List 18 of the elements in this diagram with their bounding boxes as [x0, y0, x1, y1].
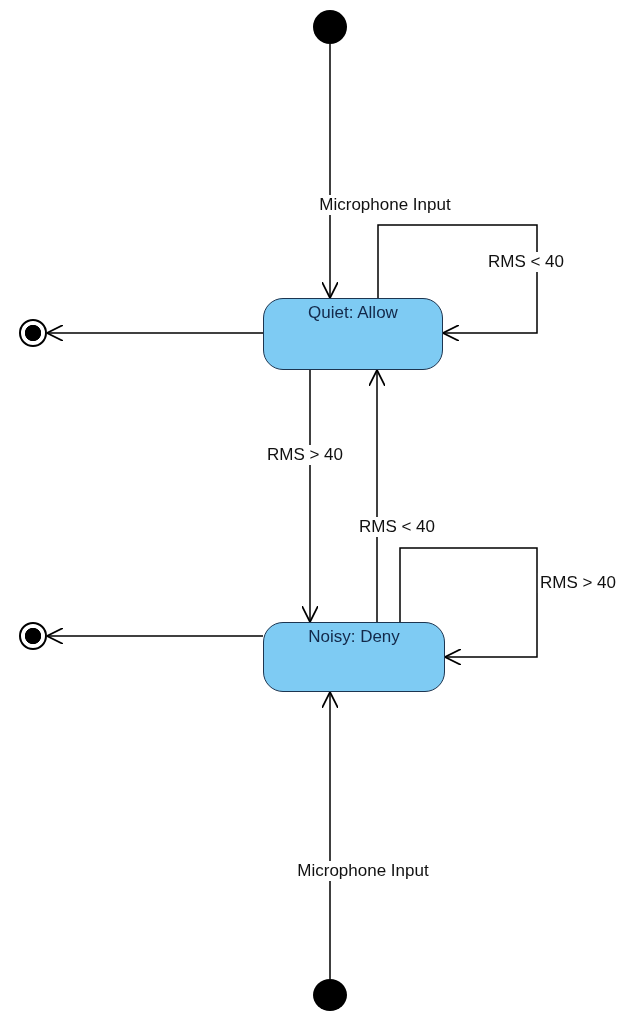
- state-name: Quiet: Allow: [308, 303, 398, 323]
- initial-state: [313, 979, 347, 1011]
- edge-label: Microphone Input: [295, 861, 431, 881]
- final-state: [19, 622, 47, 650]
- transition-arrow: [321, 43, 339, 299]
- transition-arrow: [377, 224, 538, 342]
- state-name: Noisy: Deny: [308, 627, 400, 647]
- transition-arrow: [368, 369, 386, 623]
- edge-label: Microphone Input: [317, 195, 453, 215]
- transition-arrow: [46, 324, 264, 342]
- state-box: [263, 298, 443, 370]
- transition-arrow: [399, 547, 538, 666]
- final-state: [19, 319, 47, 347]
- transition-arrow: [321, 691, 339, 980]
- transition-arrow: [46, 627, 264, 645]
- transition-arrow: [301, 369, 319, 623]
- state-box: [263, 622, 445, 692]
- initial-state: [313, 10, 347, 44]
